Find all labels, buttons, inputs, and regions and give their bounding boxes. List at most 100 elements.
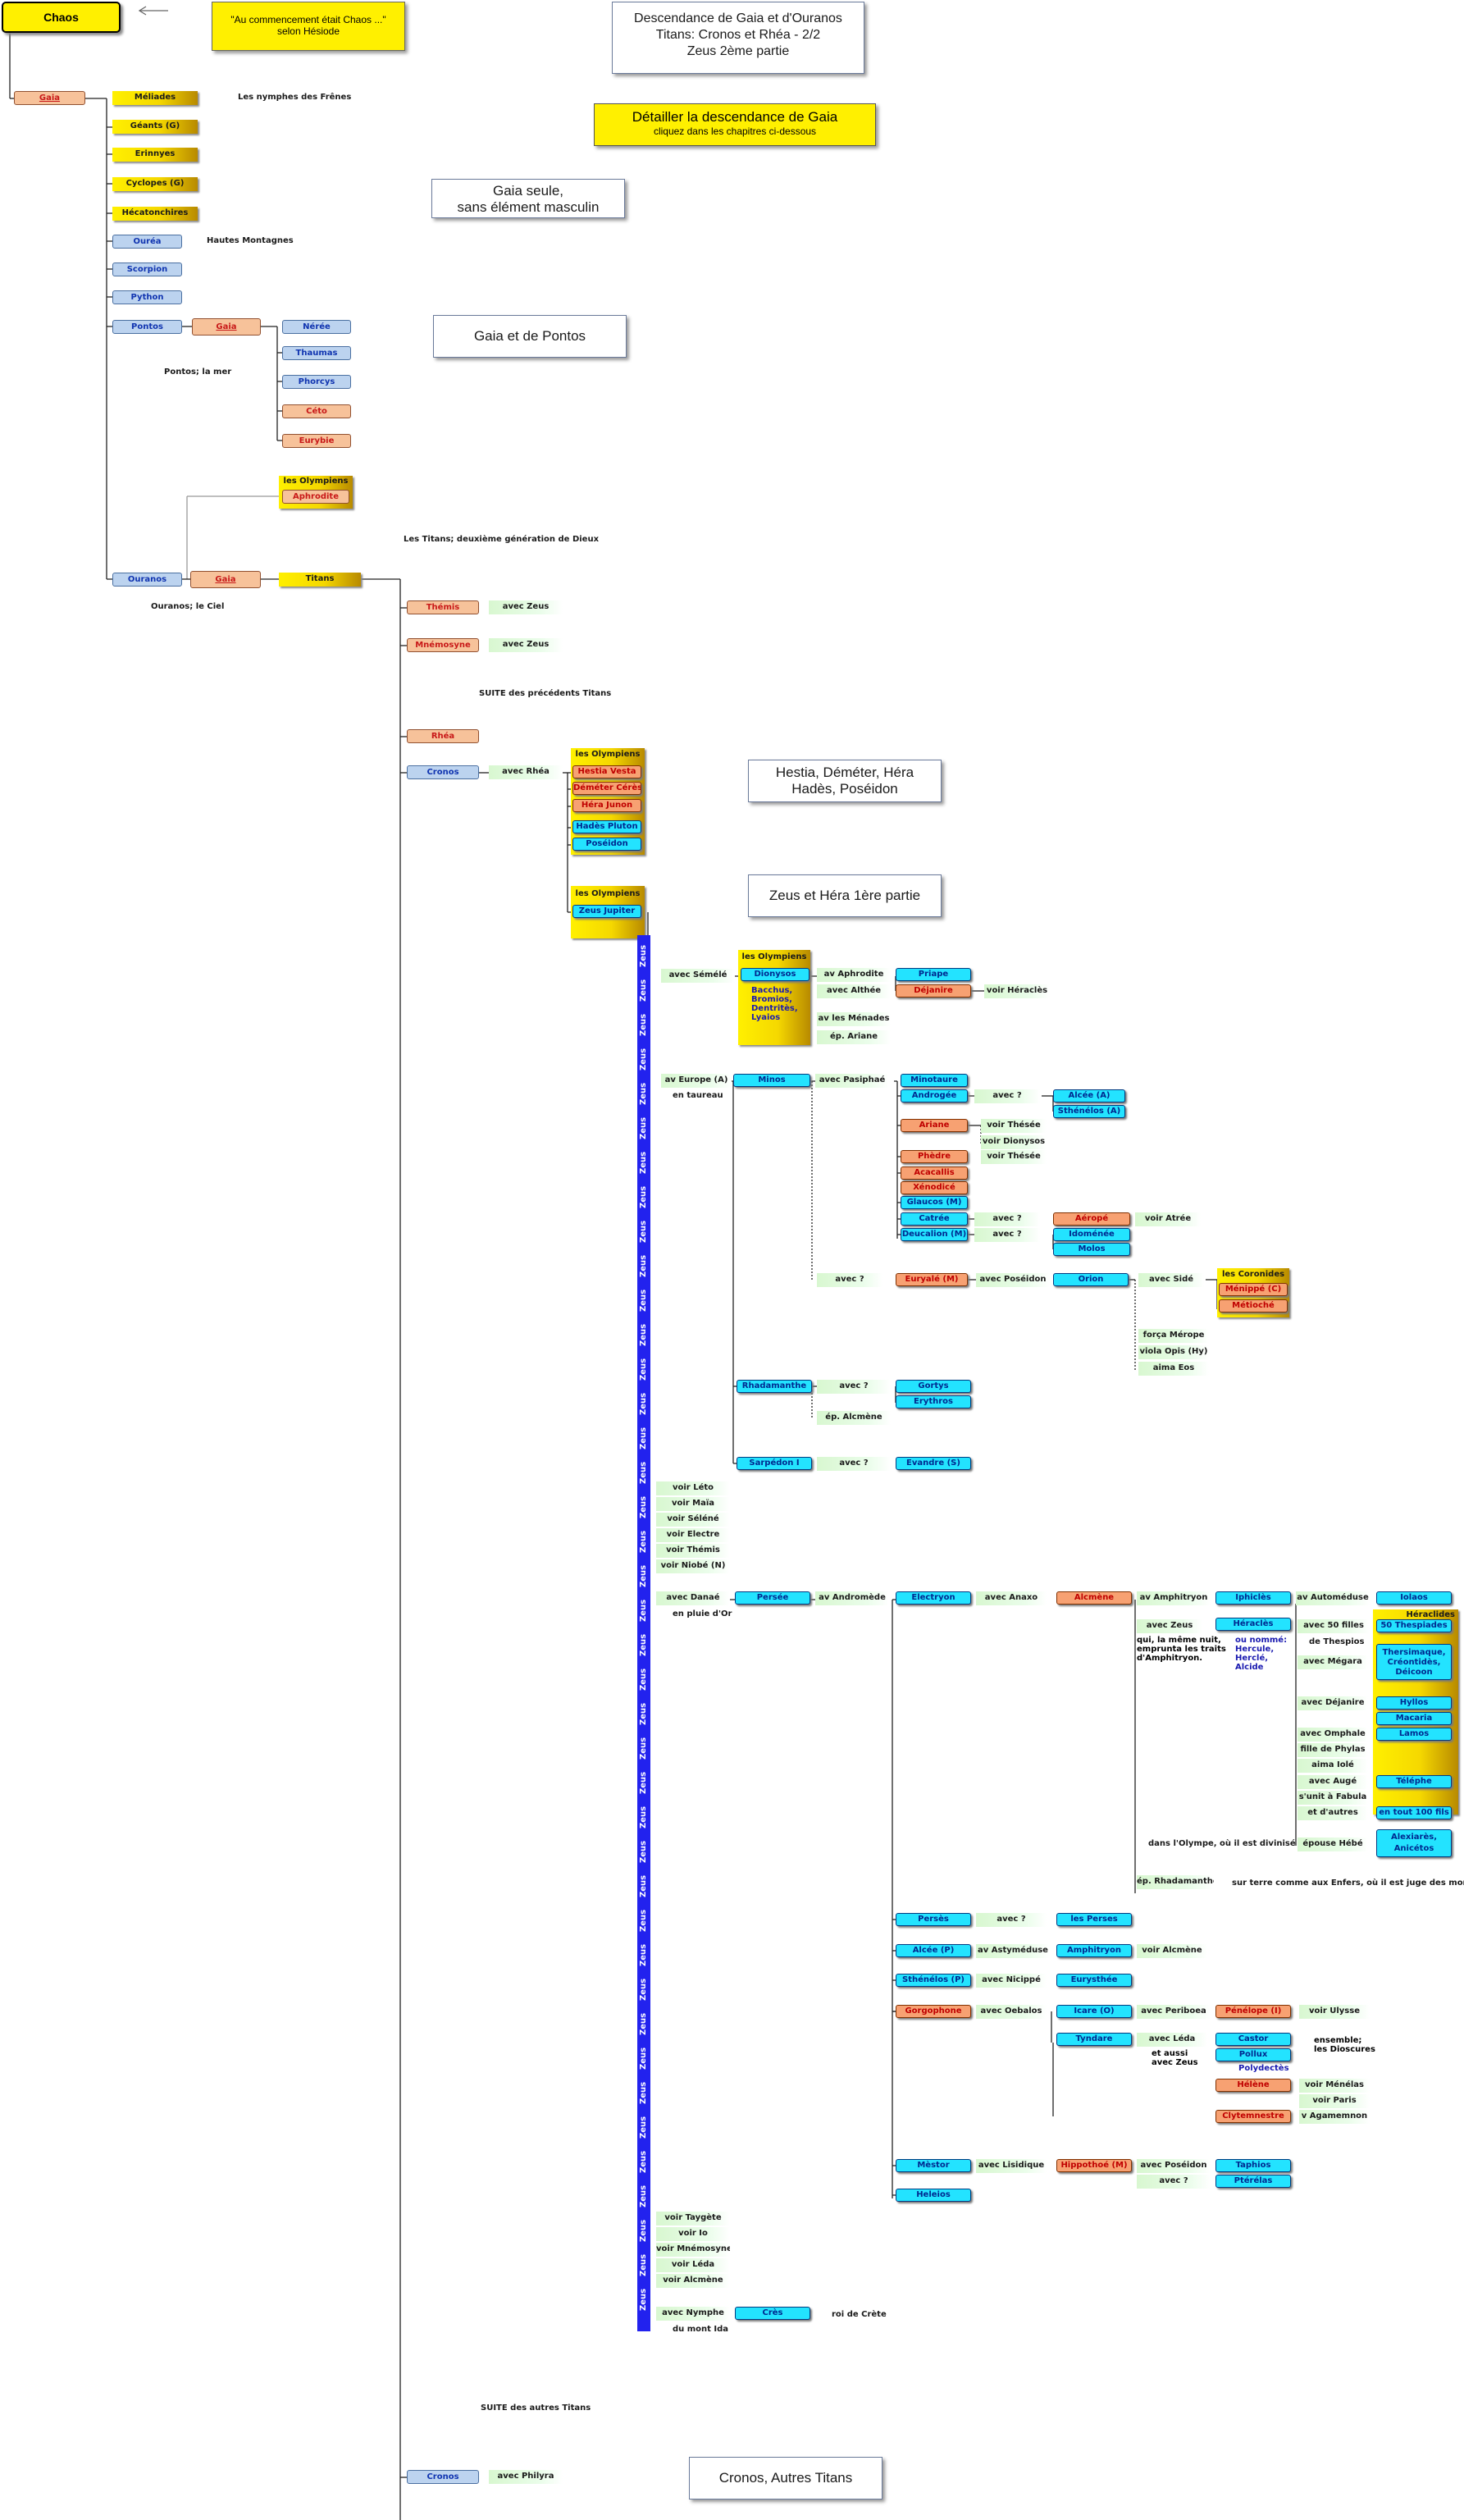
- node-persee[interactable]: Persée: [735, 1591, 810, 1605]
- node-pontos[interactable]: Pontos: [112, 320, 182, 334]
- node-rhadamanthe[interactable]: Rhadamanthe: [737, 1380, 812, 1393]
- node-gorgophone[interactable]: Gorgophone: [896, 2005, 971, 2018]
- node-electryon[interactable]: Electryon: [896, 1591, 971, 1605]
- node-metioche[interactable]: Métioché: [1219, 1299, 1288, 1312]
- node-sthenelos-a[interactable]: Sthénélos (A): [1053, 1105, 1125, 1118]
- node-sarpedon[interactable]: Sarpédon I: [737, 1457, 812, 1470]
- node-themis[interactable]: Thémis: [407, 600, 479, 614]
- node-amphitryon[interactable]: Amphitryon: [1056, 1944, 1132, 1957]
- link-voir-menelas[interactable]: voir Ménélas: [1299, 2079, 1370, 2093]
- link-voir-thesee-1[interactable]: voir Thésée: [981, 1119, 1047, 1133]
- node-alcee-p[interactable]: Alcée (P): [896, 1944, 971, 1957]
- node-cres[interactable]: Crès: [735, 2307, 810, 2320]
- node-cronos-2[interactable]: Cronos: [407, 2470, 479, 2484]
- node-gaia-pontos[interactable]: Gaia: [192, 318, 261, 336]
- link-voir-alcmene[interactable]: voir Alcmène: [1137, 1944, 1207, 1958]
- node-python[interactable]: Python: [112, 290, 182, 304]
- link-voir1-item[interactable]: voir Maïa: [656, 1497, 730, 1511]
- node-heleios[interactable]: Heleios: [896, 2189, 971, 2202]
- link-voir-heracles[interactable]: voir Héraclès: [984, 984, 1050, 998]
- node-titans[interactable]: Titans: [279, 573, 361, 587]
- node-neree[interactable]: Nérée: [282, 320, 351, 334]
- link-voir-paris[interactable]: voir Paris: [1299, 2094, 1370, 2108]
- node-helene[interactable]: Hélène: [1215, 2079, 1291, 2092]
- node-ourea[interactable]: Ouréa: [112, 235, 182, 249]
- link-voir-thesee-2[interactable]: voir Thésée: [981, 1150, 1047, 1164]
- link-voir2-item[interactable]: voir Taygète: [656, 2212, 730, 2226]
- link-voir-dionysos[interactable]: voir Dionysos: [981, 1135, 1047, 1149]
- node-acacallis[interactable]: Acacallis: [901, 1166, 968, 1180]
- node-sthenelos-p[interactable]: Sthénélos (P): [896, 1974, 971, 1987]
- link-gaia-seule[interactable]: Gaia seule, sans élément masculin: [431, 179, 625, 218]
- node-phedre[interactable]: Phèdre: [901, 1150, 968, 1163]
- node-iolaos[interactable]: Iolaos: [1376, 1591, 1452, 1605]
- node-taphios[interactable]: Taphios: [1215, 2159, 1291, 2172]
- link-hestia[interactable]: Hestia, Déméter, Héra Hadès, Poséidon: [748, 760, 942, 802]
- node-geants[interactable]: Géants (G): [112, 120, 198, 134]
- node-deucalion[interactable]: Deucalion (M): [901, 1228, 968, 1241]
- node-poseidon[interactable]: Poséidon: [572, 838, 641, 851]
- node-heracles[interactable]: Héraclès: [1215, 1618, 1291, 1631]
- node-thespiades[interactable]: 50 Thespiades: [1376, 1619, 1452, 1632]
- node-polydectes[interactable]: Polydectès: [1238, 2064, 1289, 2073]
- node-mnemosyne[interactable]: Mnémosyne: [407, 638, 479, 652]
- link-voir2-item[interactable]: voir Léda: [656, 2258, 730, 2272]
- node-clytemnestre[interactable]: Clytemnestre: [1215, 2110, 1291, 2123]
- node-menippe[interactable]: Ménippé (C): [1219, 1283, 1288, 1296]
- node-hyllos[interactable]: Hyllos: [1376, 1696, 1452, 1710]
- node-dejanire[interactable]: Déjanire: [896, 984, 971, 998]
- node-ceto[interactable]: Céto: [282, 404, 351, 418]
- node-cronos[interactable]: Cronos: [407, 765, 479, 779]
- node-glaucos[interactable]: Glaucos (M): [901, 1196, 968, 1209]
- node-hades[interactable]: Hadès Pluton: [572, 820, 641, 833]
- node-evandre[interactable]: Evandre (S): [896, 1457, 971, 1470]
- node-gortys[interactable]: Gortys: [896, 1380, 971, 1393]
- node-catree[interactable]: Catrée: [901, 1212, 968, 1226]
- node-hestia[interactable]: Hestia Vesta: [572, 765, 641, 778]
- node-demeter[interactable]: Déméter Cérès: [572, 782, 641, 795]
- link-voir1-item[interactable]: voir Léto: [656, 1481, 730, 1495]
- link-voir2-item[interactable]: voir Mnémosyne: [656, 2243, 730, 2257]
- node-penelope[interactable]: Pénélope (I): [1215, 2005, 1291, 2018]
- node-ariane[interactable]: Ariane: [901, 1119, 968, 1132]
- node-alcmene[interactable]: Alcmène: [1056, 1591, 1132, 1605]
- node-phorcys[interactable]: Phorcys: [282, 375, 351, 389]
- node-dionysos[interactable]: Dionysos: [741, 968, 810, 981]
- node-zeus-jupiter[interactable]: Zeus Jupiter: [572, 905, 641, 918]
- node-molos[interactable]: Molos: [1053, 1243, 1130, 1256]
- node-aerope[interactable]: Aéropé: [1053, 1212, 1130, 1226]
- node-lamos[interactable]: Lamos: [1376, 1728, 1452, 1741]
- node-gaia-ouranos[interactable]: Gaia: [190, 571, 261, 588]
- node-euryale[interactable]: Euryalé (M): [896, 1273, 968, 1286]
- node-thaumas[interactable]: Thaumas: [282, 346, 351, 360]
- link-cronos-autres[interactable]: Cronos, Autres Titans: [689, 2457, 883, 2499]
- node-orion[interactable]: Orion: [1053, 1273, 1129, 1286]
- node-meliades[interactable]: Méliades: [112, 91, 198, 105]
- link-voir2-item[interactable]: voir Alcmène: [656, 2274, 730, 2288]
- node-megara-children[interactable]: Thersimaque, Créontidès, Déicoon: [1376, 1644, 1452, 1680]
- node-perses[interactable]: Persès: [896, 1913, 971, 1926]
- node-aphrodite[interactable]: Aphrodite: [282, 490, 349, 504]
- node-castor[interactable]: Castor: [1215, 2033, 1291, 2046]
- node-tyndare[interactable]: Tyndare: [1056, 2033, 1132, 2046]
- node-rhea[interactable]: Rhéa: [407, 729, 479, 743]
- node-priape[interactable]: Priape: [896, 968, 971, 981]
- link-voir1-item[interactable]: voir Séléné: [656, 1513, 730, 1527]
- node-hecatonchires[interactable]: Hécatonchires: [112, 207, 198, 221]
- node-xenodice[interactable]: Xénodicé: [901, 1181, 968, 1194]
- node-en-tout-100[interactable]: en tout 100 fils: [1376, 1806, 1452, 1819]
- node-hippothoe[interactable]: Hippothoé (M): [1056, 2159, 1132, 2172]
- node-icare[interactable]: Icare (O): [1056, 2005, 1132, 2018]
- link-voir1-item[interactable]: voir Electre: [656, 1528, 730, 1542]
- node-les-perses[interactable]: les Perses: [1056, 1913, 1132, 1926]
- node-iphicles[interactable]: Iphiclès: [1215, 1591, 1291, 1605]
- link-gaia-pontos[interactable]: Gaia et de Pontos: [433, 315, 627, 358]
- node-pollux[interactable]: Pollux: [1215, 2048, 1291, 2061]
- node-cyclopes[interactable]: Cyclopes (G): [112, 177, 198, 191]
- link-voir1-item[interactable]: voir Niobé (N): [656, 1559, 730, 1573]
- node-macaria[interactable]: Macaria: [1376, 1712, 1452, 1725]
- node-gaia[interactable]: Gaia: [14, 91, 85, 105]
- node-eurysthee[interactable]: Eurysthée: [1056, 1974, 1132, 1987]
- link-voir2-item[interactable]: voir Io: [656, 2227, 730, 2241]
- node-scorpion[interactable]: Scorpion: [112, 262, 182, 276]
